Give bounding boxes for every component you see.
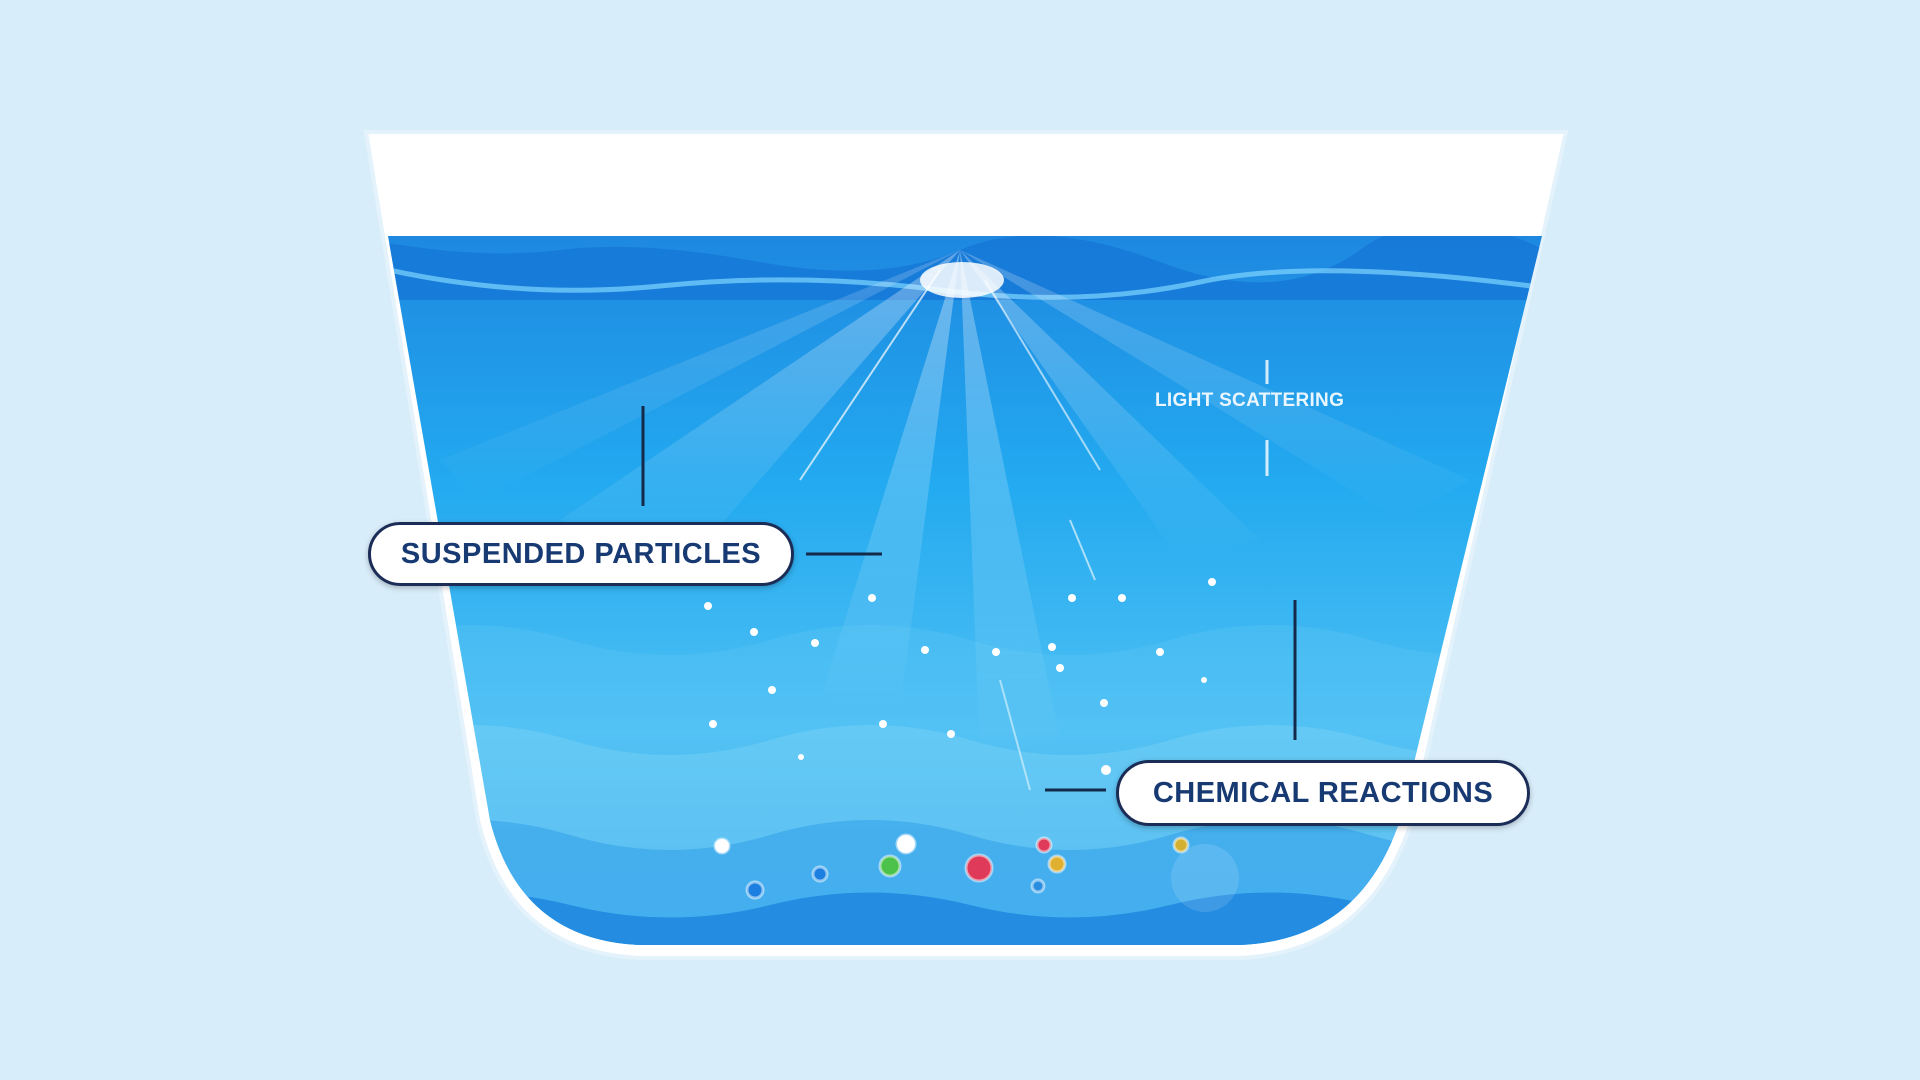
sediment-particle-blue bbox=[1030, 878, 1046, 894]
sediment-particle-blue bbox=[811, 865, 829, 883]
particle bbox=[1208, 578, 1216, 586]
suspended-particles-label: SUSPENDED PARTICLES bbox=[368, 522, 794, 586]
sediment-particle-yellow bbox=[1047, 854, 1067, 874]
particle bbox=[1101, 765, 1111, 775]
sediment-particle-yellow bbox=[1172, 836, 1190, 854]
sediment-particle-white bbox=[713, 837, 731, 855]
particle bbox=[868, 594, 876, 602]
sediment-particle-white bbox=[895, 833, 917, 855]
particle bbox=[704, 602, 712, 610]
sediment-particle-blue bbox=[745, 880, 765, 900]
particle bbox=[947, 730, 955, 738]
particle bbox=[1048, 643, 1056, 651]
particle bbox=[750, 628, 758, 636]
particle bbox=[1201, 677, 1207, 683]
particle bbox=[811, 639, 819, 647]
light-beams bbox=[440, 250, 1470, 791]
callout-lines bbox=[641, 406, 1297, 792]
chemical-reactions-label: CHEMICAL REACTIONS bbox=[1116, 760, 1530, 826]
particle bbox=[1056, 664, 1064, 672]
light-scattering-label: LIGHT SCATTERING bbox=[1155, 390, 1345, 411]
surface-wave bbox=[388, 236, 1542, 300]
suspended-particles bbox=[704, 578, 1216, 775]
bottom-band bbox=[388, 892, 1542, 945]
particle bbox=[798, 754, 804, 760]
particle bbox=[879, 720, 887, 728]
particle bbox=[1156, 648, 1164, 656]
particle bbox=[709, 720, 717, 728]
sediment-particle-red bbox=[964, 853, 994, 883]
particle bbox=[992, 648, 1000, 656]
sediment-particle-red bbox=[1035, 836, 1053, 854]
particle bbox=[768, 686, 776, 694]
sediment-particle-green bbox=[878, 854, 902, 878]
particle bbox=[1068, 594, 1076, 602]
bubble bbox=[1171, 844, 1239, 912]
particle bbox=[921, 646, 929, 654]
particle bbox=[1100, 699, 1108, 707]
sediment-particles bbox=[713, 833, 1239, 912]
particle bbox=[1118, 594, 1126, 602]
